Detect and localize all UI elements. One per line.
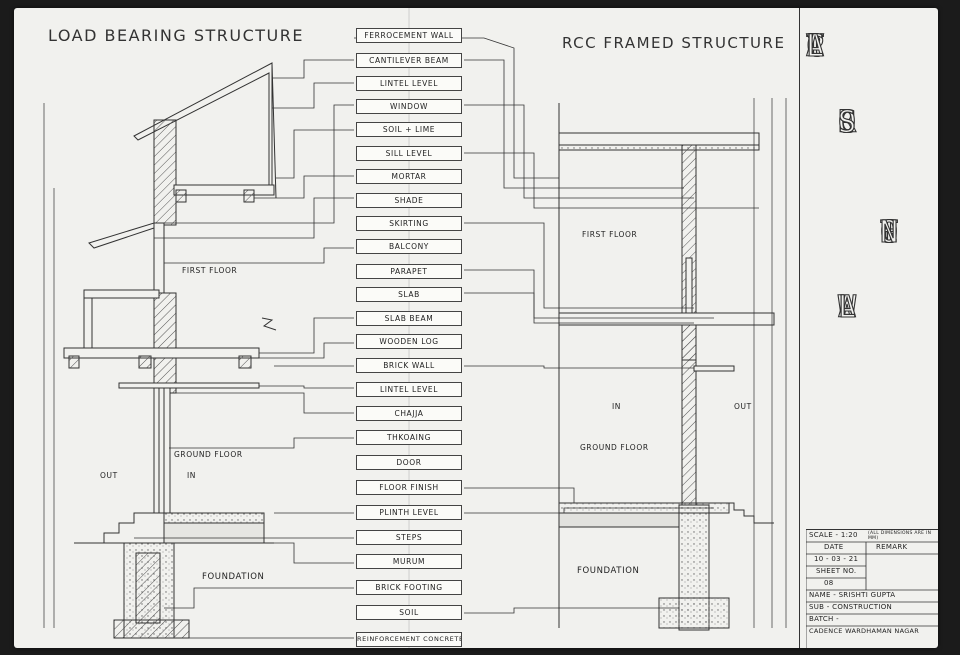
batch-text: BATCH - <box>809 615 839 623</box>
label-soil-lime: SOIL + LIME <box>356 122 462 137</box>
left-out-label: OUT <box>100 471 118 480</box>
right-first-floor-label: FIRST FLOOR <box>582 230 638 239</box>
name-text: NAME - SRISHTI GUPTA <box>809 591 896 599</box>
label-mortar: MORTAR <box>356 169 462 184</box>
label-skirting: SKIRTING <box>356 216 462 231</box>
label-brick-wall: BRICK WALL <box>356 358 462 373</box>
right-in-label: IN <box>612 402 622 411</box>
label-cantilever-beam: CANTILEVER BEAM <box>356 53 462 68</box>
title-letter: N <box>879 215 899 250</box>
title-letter: O <box>879 215 899 250</box>
label-floor-finish: FLOOR FINISH <box>356 480 462 495</box>
title-letter: Y <box>805 29 825 64</box>
title-letter: L <box>805 29 825 64</box>
date-value: 10 - 03 - 21 <box>814 555 859 563</box>
title-column: T Y P I C A L C R O S S W A L L S E C T … <box>799 8 938 648</box>
subject-text: SUB - CONSTRUCTION <box>809 603 893 611</box>
label-shade: SHADE <box>356 193 462 208</box>
title-letter: W <box>837 290 857 325</box>
section-drawing <box>43 8 787 648</box>
title-letter: A <box>805 29 825 64</box>
school-text: CADENCE WARDHAMAN NAGAR <box>809 627 920 635</box>
label-ferrocement-wall: FERROCEMENT WALL <box>356 28 462 43</box>
title-letter: E <box>879 215 899 250</box>
label-plinth-level: PLINTH LEVEL <box>356 505 462 520</box>
left-foundation-label: FOUNDATION <box>202 572 265 582</box>
title-block-grid <box>806 530 938 648</box>
load-bearing-section <box>43 62 277 639</box>
heading-rcc-framed: RCC FRAMED STRUCTURE <box>562 34 786 52</box>
label-window: WINDOW <box>356 99 462 114</box>
title-letter: I <box>879 215 899 250</box>
right-out-label: OUT <box>734 402 752 411</box>
label-chajja: CHAJJA <box>356 406 462 421</box>
title-letter: P <box>805 29 825 64</box>
left-in-label: IN <box>187 471 197 480</box>
label-door: DOOR <box>356 455 462 470</box>
title-letter: T <box>879 215 899 250</box>
left-first-floor-label: FIRST FLOOR <box>182 266 238 275</box>
date-label: DATE <box>824 543 844 551</box>
title-block: SCALE - 1:20 (ALL DIMENSIONS ARE IN MM) … <box>806 529 938 648</box>
title-letter: S <box>837 105 857 140</box>
title-letter: O <box>837 105 857 140</box>
label-slab: SLAB <box>356 287 462 302</box>
title-letter: L <box>837 290 857 325</box>
scale-note: (ALL DIMENSIONS ARE IN MM) <box>868 531 932 541</box>
leader-lines <box>134 37 759 639</box>
title-letter: T <box>805 29 825 64</box>
label-wooden-log: WOODEN LOG <box>356 334 462 349</box>
label-sill-level: SILL LEVEL <box>356 146 462 161</box>
label-reinforcement-concrete: REINFORCEMENT CONCRETE <box>356 632 462 647</box>
label-thkoaing: THKOAING <box>356 430 462 445</box>
label-parapet: PARAPET <box>356 264 462 279</box>
right-foundation-label: FOUNDATION <box>577 566 640 576</box>
title-letter: S <box>879 215 899 250</box>
title-letter: I <box>805 29 825 64</box>
sheet-no-value: 08 <box>824 579 834 587</box>
label-murum: MURUM <box>356 554 462 569</box>
title-letter: R <box>837 105 857 140</box>
title-letter: C <box>805 29 825 64</box>
label-lintel-level-lower: LINTEL LEVEL <box>356 382 462 397</box>
scale-text: SCALE - 1:20 <box>809 531 858 539</box>
title-letter: C <box>879 215 899 250</box>
left-ground-floor-label: GROUND FLOOR <box>174 450 243 459</box>
label-slab-beam: SLAB BEAM <box>356 311 462 326</box>
drawing-sheet: LOAD BEARING STRUCTURE RCC FRAMED STRUCT… <box>14 8 938 648</box>
remark-label: REMARK <box>876 543 908 551</box>
label-balcony: BALCONY <box>356 239 462 254</box>
sheet-no-label: SHEET NO. <box>816 567 857 575</box>
label-brick-footing: BRICK FOOTING <box>356 580 462 595</box>
title-letter: S <box>837 105 857 140</box>
heading-load-bearing: LOAD BEARING STRUCTURE <box>48 26 304 45</box>
rcc-framed-section <box>558 98 787 631</box>
title-letter: L <box>837 290 857 325</box>
label-soil: SOIL <box>356 605 462 620</box>
right-ground-floor-label: GROUND FLOOR <box>580 443 649 452</box>
label-steps: STEPS <box>356 530 462 545</box>
title-letter: C <box>837 105 857 140</box>
title-letter: A <box>837 290 857 325</box>
label-lintel-level: LINTEL LEVEL <box>356 76 462 91</box>
